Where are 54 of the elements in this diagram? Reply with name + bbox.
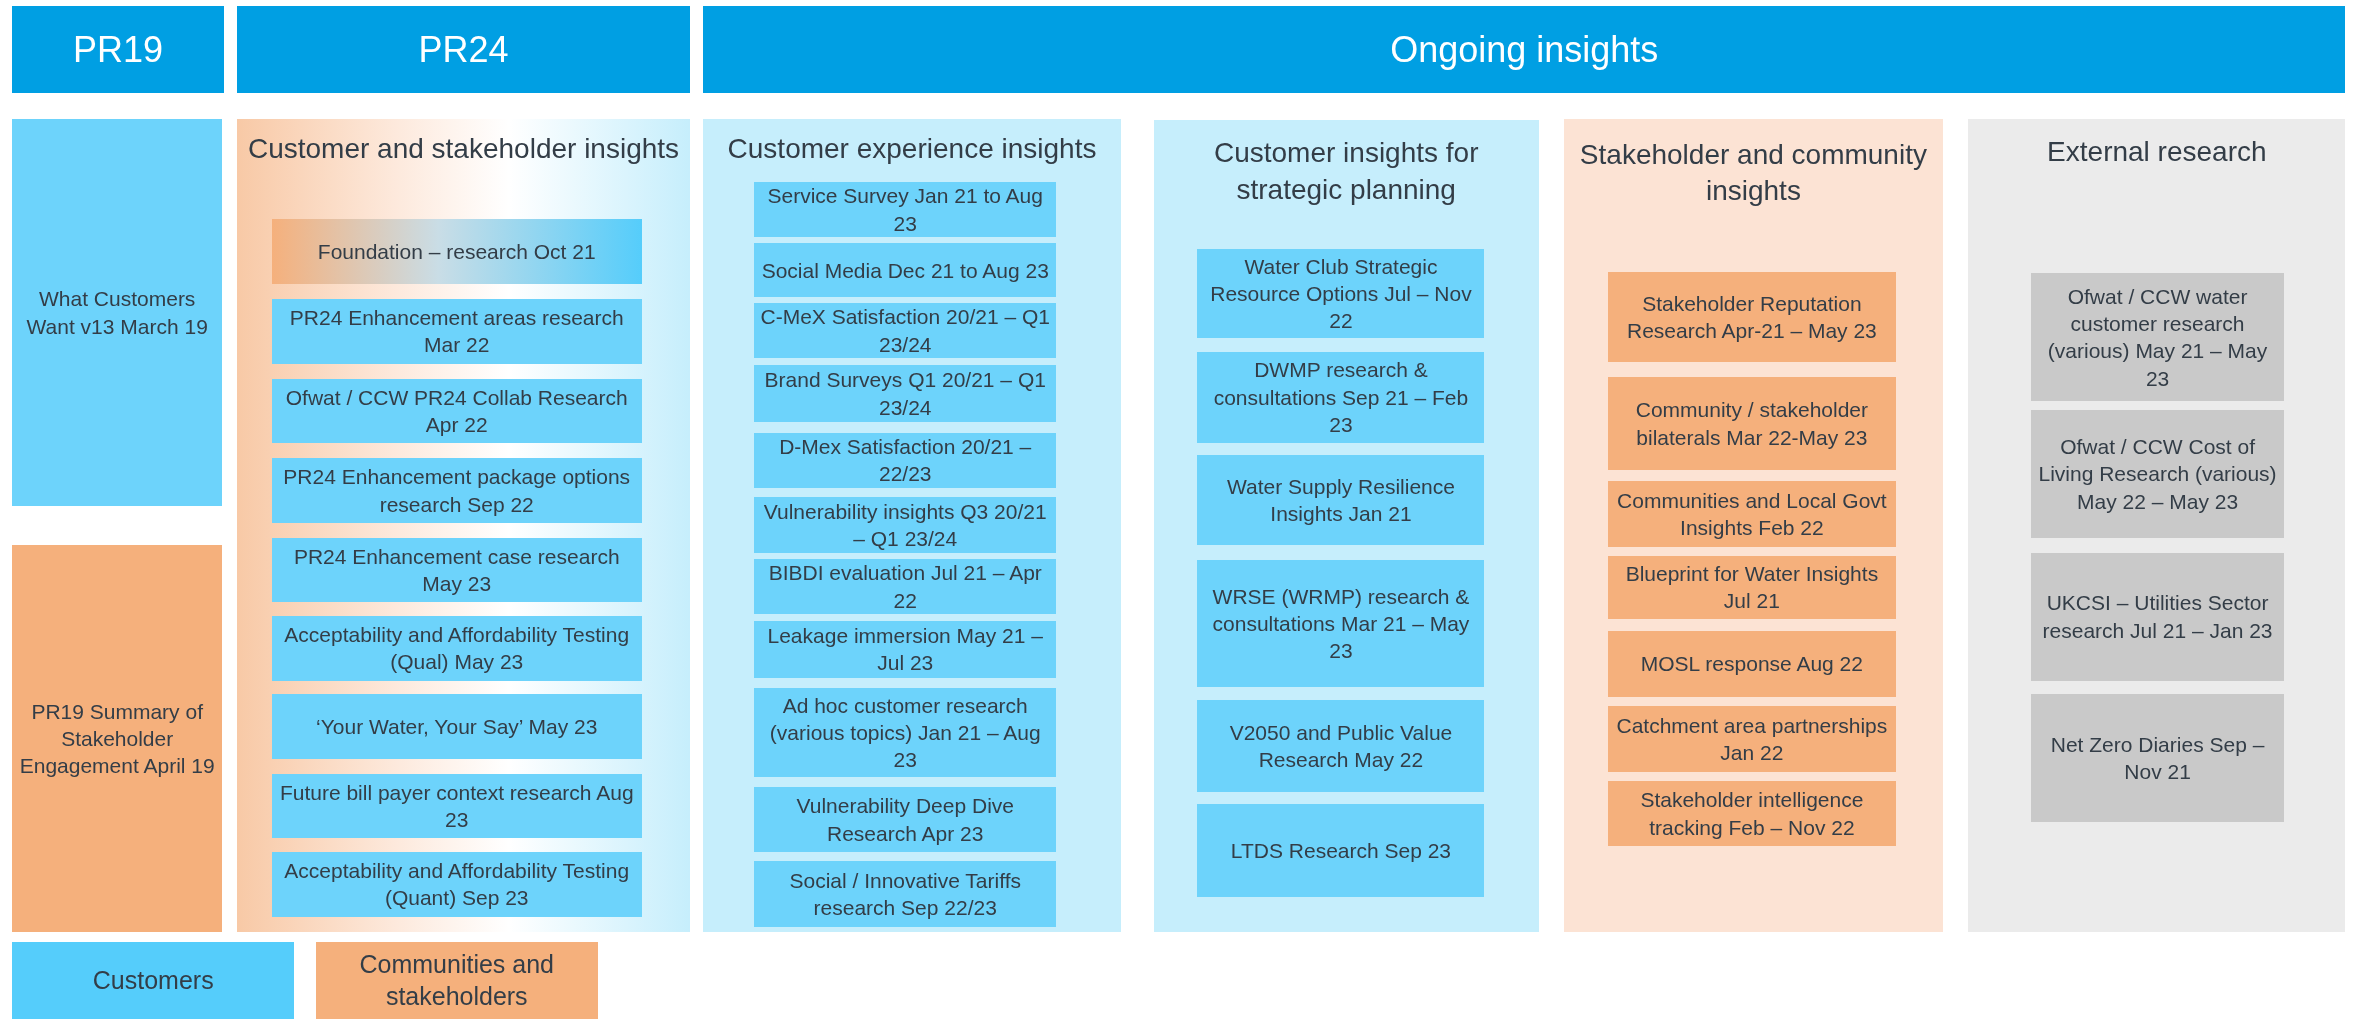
panel-title: Customer insights for strategic planning (1212, 136, 1480, 207)
research-box: Foundation – research Oct 21 (271, 219, 642, 284)
research-box: ‘Your Water, Your Say’ May 23 (271, 694, 642, 759)
column-panel (1564, 118, 1943, 932)
research-box: Communities and Local Govt Insights Feb 22 (1607, 480, 1897, 547)
research-box: Ofwat / CCW PR24 Collab Research Apr 22 (271, 378, 642, 444)
research-box: PR24 Enhancement package options research Sep 22 (271, 458, 642, 523)
research-box: Stakeholder intelligence tracking Feb – Nov 22 (1607, 781, 1897, 846)
research-box: D-Mex Satisfaction 20/21 – 22/23 (754, 432, 1057, 489)
research-box: Blueprint for Water Insights Jul 21 (1607, 555, 1897, 619)
panel-title: Customer experience insights (726, 131, 1098, 166)
column-panel (237, 118, 690, 932)
research-box: Vulnerability insights Q3 20/21 – Q1 23/24 (754, 497, 1057, 553)
research-box: Ofwat / CCW water customer research (various) May 21 – May 23 (2031, 273, 2284, 402)
research-box: Ofwat / CCW Cost of Living Research (various) May 22 – May 23 (2031, 410, 2284, 538)
research-box: WRSE (WRMP) research & consultations Mar 21 – May 23 (1197, 560, 1485, 687)
research-box: Community / stakeholder bilaterals Mar 22-May 23 (1607, 377, 1897, 471)
column-panel (1153, 120, 1539, 932)
research-box: What Customers Want v13 March 19 (12, 118, 223, 507)
column-panel (1968, 118, 2346, 932)
research-box: Future bill payer context research Aug 23 (271, 773, 642, 839)
research-box: C-MeX Satisfaction 20/21 – Q1 23/24 (754, 303, 1057, 358)
panel-title: Stakeholder and community insights (1578, 137, 1928, 209)
legend-label: Customers (92, 964, 214, 996)
research-box: Social Media Dec 21 to Aug 23 (754, 243, 1057, 298)
research-box: Service Survey Jan 21 to Aug 23 (754, 181, 1057, 238)
research-box: Water Supply Resilience Insights Jan 21 (1197, 455, 1485, 546)
research-box: PR24 Enhancement areas research Mar 22 (271, 299, 642, 364)
research-box: Acceptability and Affordability Testing (Qual) May 23 (271, 616, 642, 681)
research-box: Leakage immersion May 21 – Jul 23 (754, 620, 1057, 678)
research-box: Brand Surveys Q1 20/21 – Q1 23/24 (754, 365, 1057, 423)
research-box: Social / Innovative Tariffs research Sep 22/23 (754, 860, 1057, 928)
research-box: Vulnerability Deep Dive Research Apr 23 (754, 787, 1057, 852)
research-box: Net Zero Diaries Sep – Nov 21 (2031, 694, 2284, 822)
research-box: Acceptability and Affordability Testing (Quant) Sep 23 (271, 851, 642, 917)
panel-title: Customer and stakeholder insights (246, 131, 681, 166)
phase-header: PR19 (12, 6, 224, 94)
research-box: Ad hoc customer research (various topics) Jan 21 – Aug 23 (754, 688, 1057, 777)
legend-label: Communities and stakeholders (358, 949, 555, 1012)
column-panel (703, 118, 1121, 932)
research-box: DWMP research & consultations Sep 21 – Feb 23 (1197, 351, 1485, 444)
research-box: Catchment area partnerships Jan 22 (1607, 706, 1897, 773)
research-box: PR19 Summary of Stakeholder Engagement April 19 (12, 545, 223, 932)
research-box: BIBDI evaluation Jul 21 – Apr 22 (754, 558, 1057, 615)
research-box: PR24 Enhancement case research May 23 (271, 537, 642, 603)
research-box: UKCSI – Utilities Sector research Jul 21 – Jan 23 (2031, 552, 2284, 681)
research-box: Stakeholder Reputation Research Apr-21 – May 23 (1607, 271, 1897, 363)
panel-title: External research (2046, 134, 2268, 169)
research-box: Water Club Strategic Resource Options Jul – Nov 22 (1197, 249, 1485, 339)
research-box: V2050 and Public Value Research May 22 (1197, 700, 1485, 792)
phase-header: Ongoing insights (703, 6, 2346, 94)
research-box: MOSL response Aug 22 (1607, 631, 1897, 698)
research-box: LTDS Research Sep 23 (1197, 803, 1485, 897)
phase-header: PR24 (237, 6, 690, 94)
